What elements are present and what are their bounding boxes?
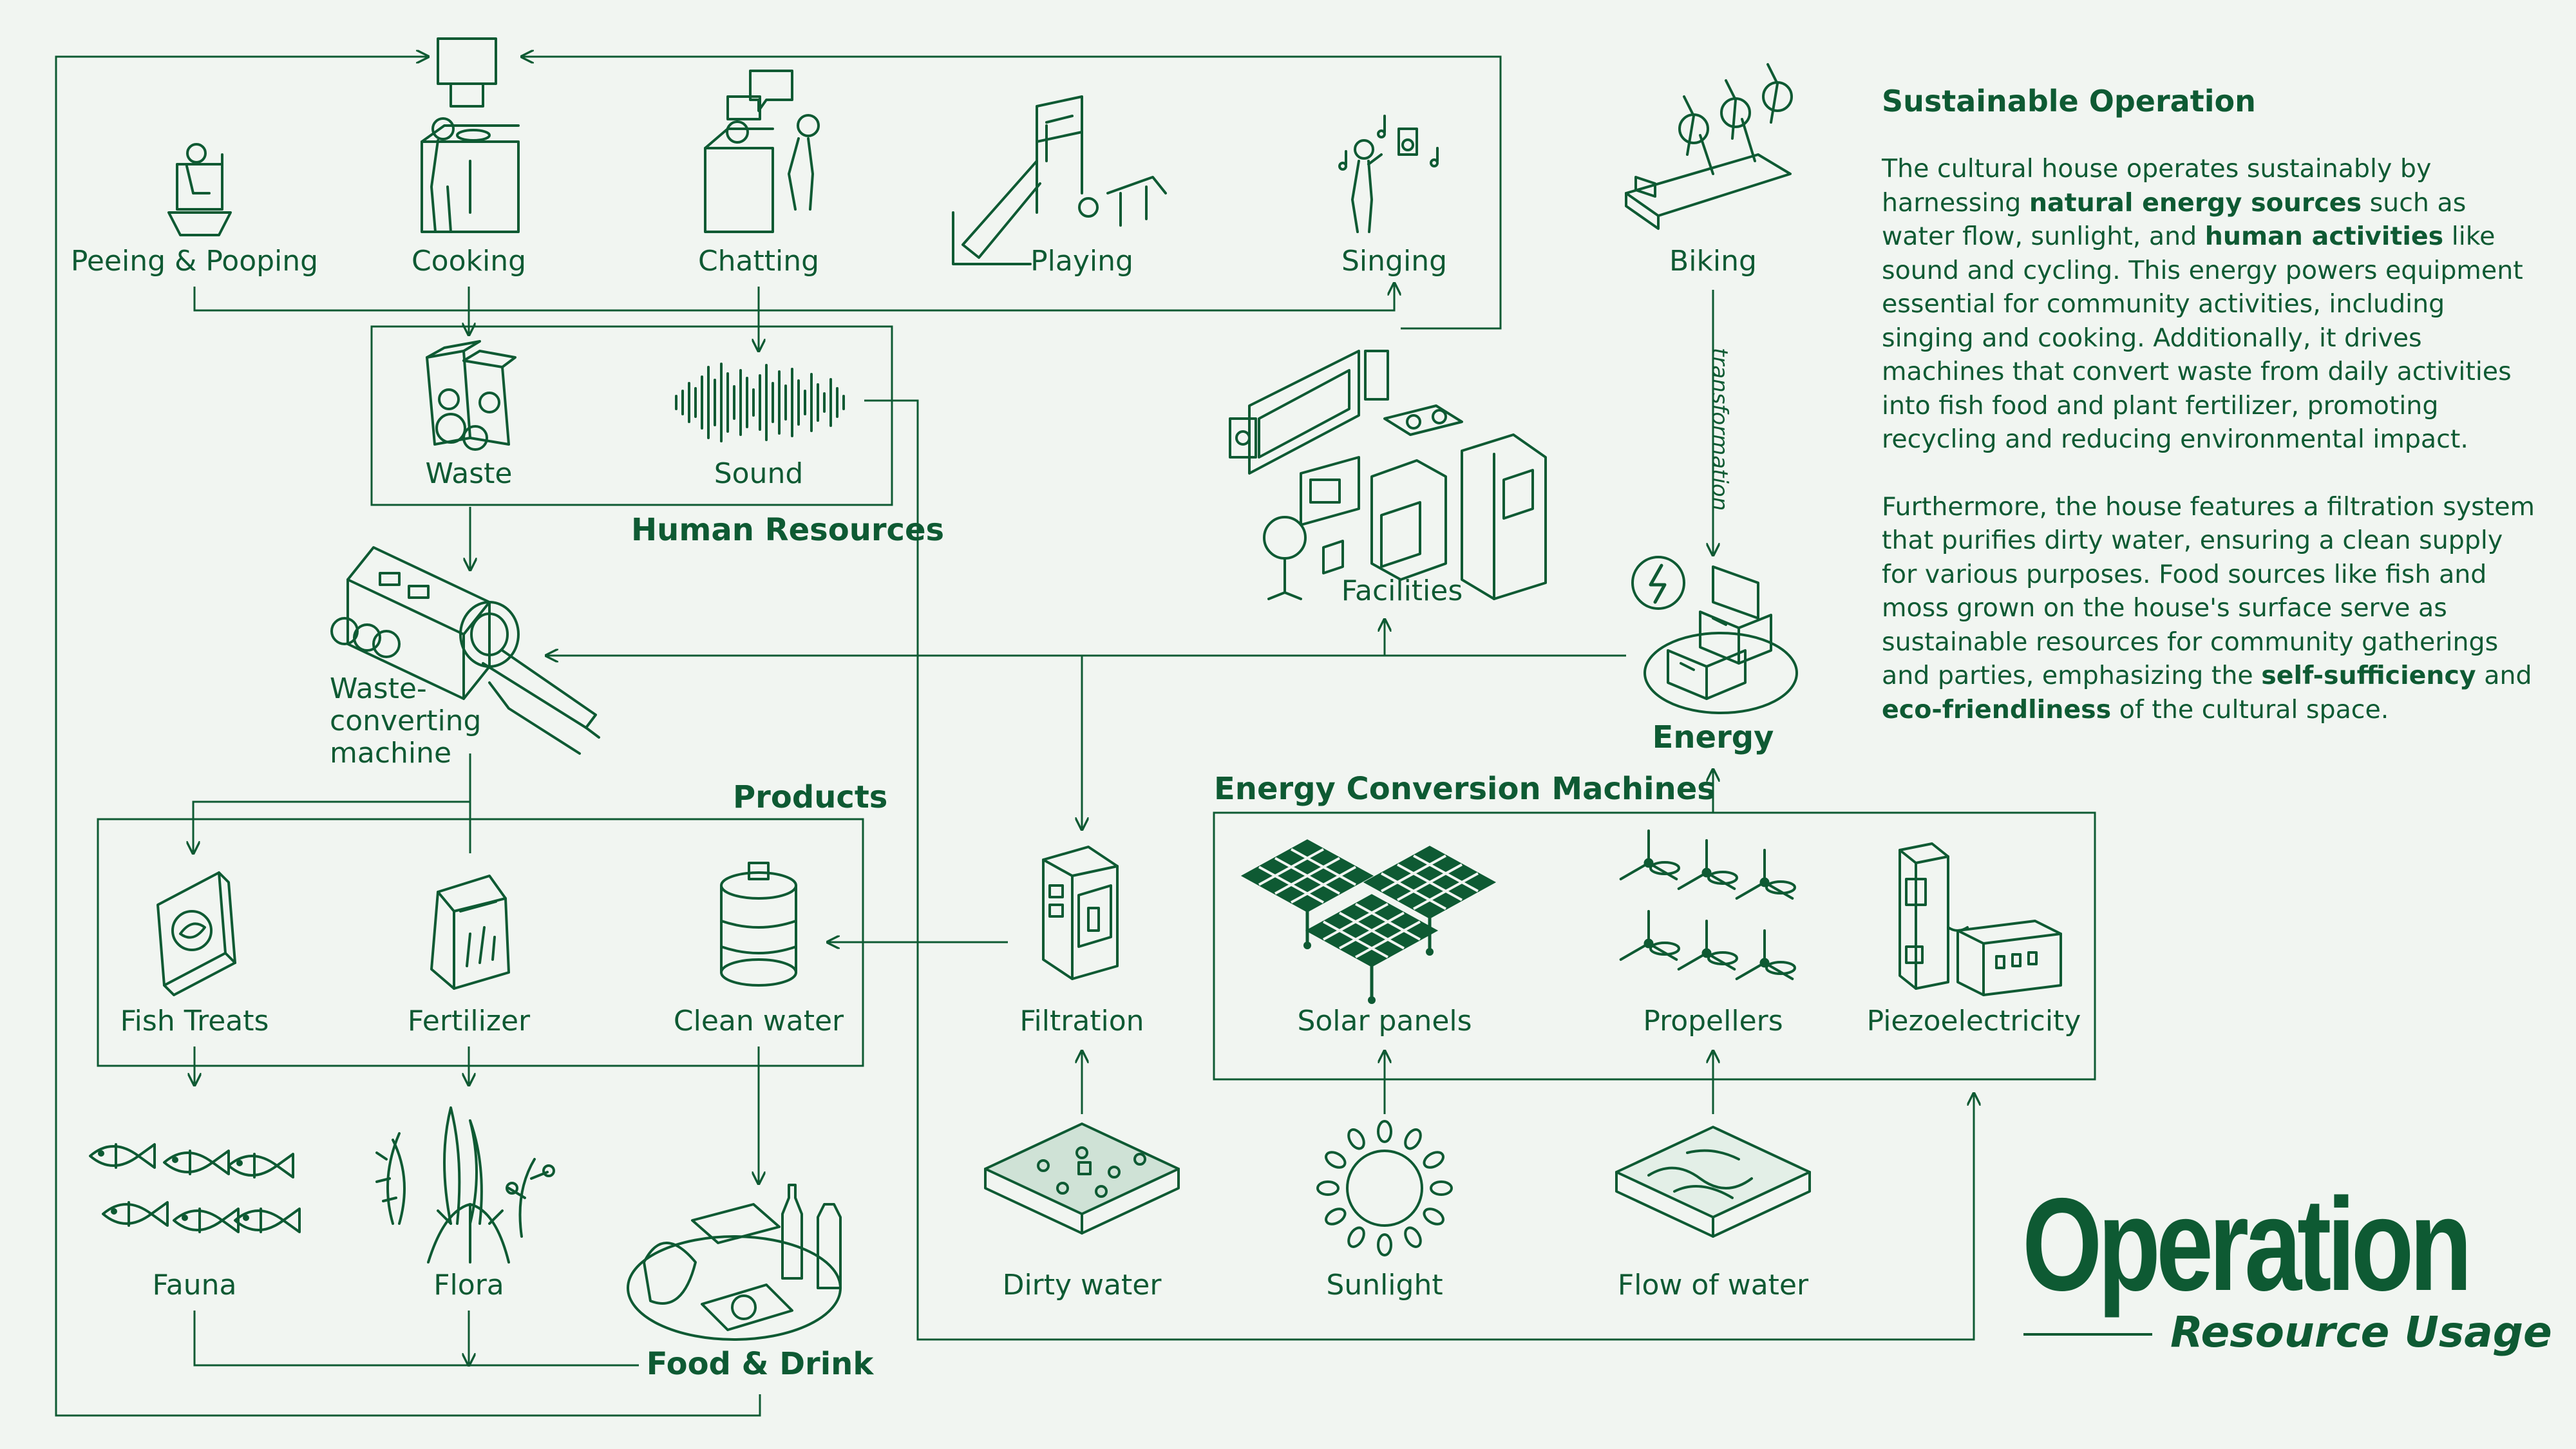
waste-converter-machine-icon (330, 546, 600, 755)
node-waste: Waste (425, 457, 513, 490)
human-resources-box (370, 325, 893, 506)
node-sound: Sound (714, 457, 804, 490)
p1-run-0: The cultural house operates sustainably … (1882, 154, 2432, 218)
fish-school-icon (89, 1143, 301, 1233)
p1-run-2: such as water flow, sunlight, and (1882, 187, 2467, 252)
p1-run-3: human activities (2204, 222, 2444, 251)
playground-icon (952, 95, 1167, 265)
node-peeing-pooping: Peeing & Pooping (70, 245, 319, 278)
node-flora: Flora (433, 1269, 504, 1302)
side-panel-paragraph-2: Furthermore, the house features a filtra… (1882, 490, 2539, 727)
wind-propellers-icon (1619, 829, 1796, 980)
energy-machines-box (1213, 811, 2096, 1081)
node-energy: Energy (1652, 719, 1774, 755)
node-flow-of-water: Flow of water (1617, 1269, 1809, 1302)
edge-sound-to-piezo (864, 399, 1974, 1341)
side-panel: Sustainable Operation The cultural house… (1882, 84, 2539, 760)
edge-machine-to-products (193, 753, 471, 853)
subtitle-rule (2023, 1333, 2152, 1336)
subtitle: Resource Usage (2170, 1307, 2552, 1357)
trash-bins-icon (426, 340, 516, 451)
node-dirty-water: Dirty water (1002, 1269, 1162, 1302)
side-panel-title: Sustainable Operation (1882, 84, 2256, 118)
node-singing: Singing (1341, 245, 1448, 278)
fish-treats-box-icon (156, 871, 236, 996)
p2-run-4: of the cultural space. (2111, 694, 2389, 724)
cooking-icon (421, 37, 520, 233)
group-human-resources-title: Human Resources (631, 512, 945, 548)
node-facilities: Facilities (1341, 574, 1463, 607)
node-fertilizer: Fertilizer (407, 1005, 531, 1037)
water-filter-unit-icon (1042, 846, 1119, 980)
node-food-drink: Food & Drink (646, 1346, 874, 1382)
edge-label-transformation: transformation (1707, 348, 1732, 511)
waste-machine-line-3: machine (330, 737, 452, 770)
edge-food-to-cooking-loop (55, 57, 761, 1417)
node-solar-panels: Solar panels (1297, 1005, 1472, 1037)
node-waste-converting-machine: Waste- converting machine (330, 673, 482, 770)
seaweed-plants-icon (375, 1106, 555, 1264)
p2-run-1: self-sufficiency (2261, 661, 2476, 690)
piezo-generator-icon (1899, 842, 2062, 996)
water-jug-icon (720, 862, 797, 987)
node-piezoelectricity: Piezoelectricity (1866, 1005, 2081, 1037)
node-cooking: Cooking (411, 245, 527, 278)
p1-run-4: like sound and cycling. This energy powe… (1882, 222, 2523, 454)
sound-wave-icon (675, 363, 845, 442)
node-biking: Biking (1669, 245, 1757, 278)
node-fauna: Fauna (152, 1269, 237, 1302)
p2-run-3: eco-friendliness (1882, 694, 2112, 724)
p2-run-2: and (2476, 661, 2532, 690)
p2-run-0: Furthermore, the house features a filtra… (1882, 491, 2535, 691)
fertilizer-bag-icon (430, 875, 510, 990)
edge-fauna-flora-to-food (193, 1311, 639, 1365)
appliances-icon (1229, 350, 1547, 600)
edge-activities-to-waste (193, 283, 1394, 312)
node-sunlight: Sunlight (1326, 1269, 1443, 1302)
chatting-icon (704, 70, 820, 233)
sun-icon (1316, 1120, 1453, 1256)
dirty-water-tank-icon (984, 1122, 1180, 1235)
group-energy-machines-title: Energy Conversion Machines (1214, 771, 1716, 807)
food-drink-platter-icon (627, 1184, 842, 1341)
toilet-icon (167, 143, 232, 236)
node-filtration: Filtration (1019, 1005, 1144, 1037)
battery-energy-icon (1631, 556, 1798, 714)
main-title: Operation (2022, 1171, 2472, 1318)
p1-run-1: natural energy sources (2029, 187, 2362, 218)
node-clean-water: Clean water (673, 1005, 844, 1037)
singer-icon (1338, 115, 1439, 233)
water-flow-tank-icon (1615, 1126, 1811, 1238)
node-fish-treats: Fish Treats (120, 1005, 269, 1037)
side-panel-paragraph-1: The cultural house operates sustainably … (1882, 152, 2539, 457)
group-products-title: Products (733, 779, 888, 815)
node-playing: Playing (1030, 245, 1133, 278)
waste-machine-line-2: converting (330, 705, 482, 737)
node-propellers: Propellers (1643, 1005, 1783, 1037)
solar-panels-icon (1240, 839, 1497, 1004)
bicycle-icon (1625, 63, 1793, 230)
edge-facilities-to-cooking-loop (522, 57, 1502, 330)
node-chatting: Chatting (697, 245, 820, 278)
waste-machine-line-1: Waste- (330, 672, 427, 705)
